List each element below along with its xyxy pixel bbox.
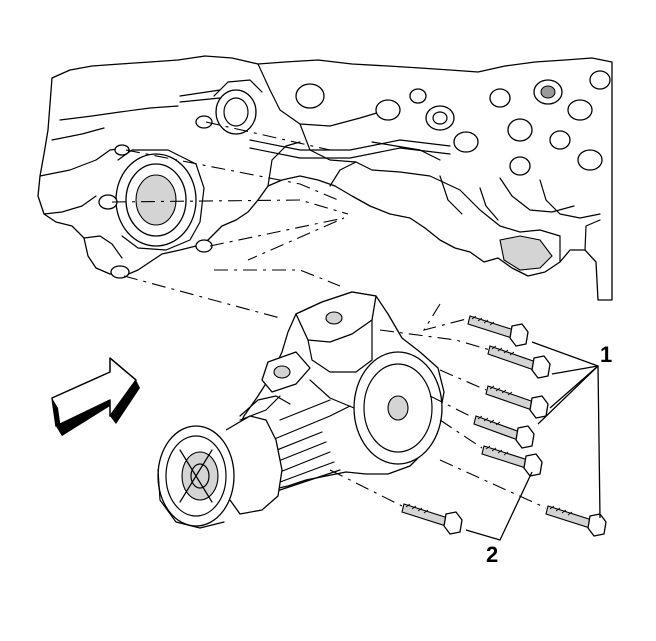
front-differential (157, 291, 445, 529)
callout-leaders (465, 341, 601, 541)
bolt-4 (473, 415, 535, 449)
bolt-7 (401, 503, 463, 535)
mounting-bolts (329, 303, 607, 537)
bolt-6 (545, 505, 607, 537)
engine-block (37, 55, 613, 301)
callout-1: 1 (600, 342, 612, 367)
bolt-1 (467, 315, 529, 347)
alignment-lines (111, 121, 349, 319)
callout-2: 2 (486, 542, 498, 567)
direction-arrow-icon (51, 357, 140, 436)
bolt-5 (481, 445, 543, 477)
bolt-2 (487, 345, 551, 379)
bolt-3 (485, 385, 549, 419)
